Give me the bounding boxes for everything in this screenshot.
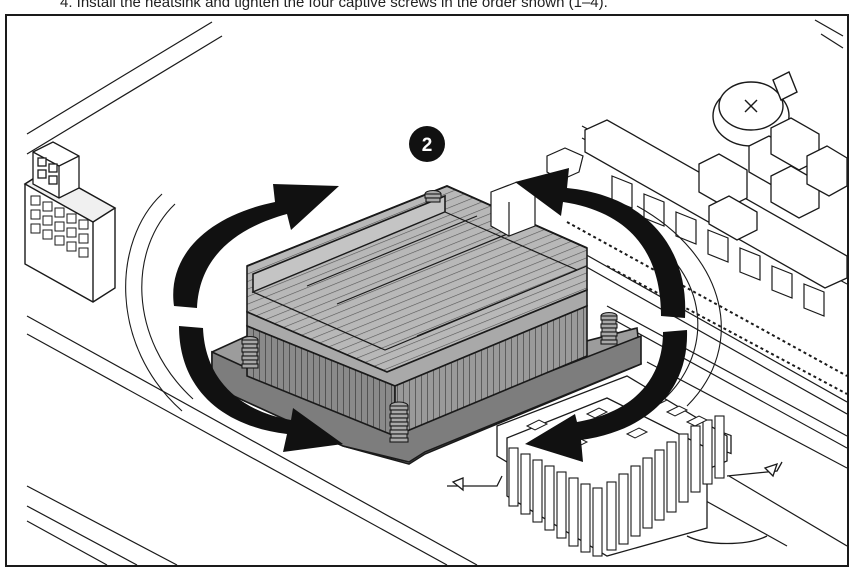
cpu-power-connector [32,141,80,199]
header-connectors [698,117,847,455]
figure-caption: 4. Install the heatsink and tighten the … [60,0,608,11]
motherboard-outline [26,19,847,565]
heatsink-installation-diagram: 2 [23,19,847,565]
memory-chips [611,175,825,317]
captive-screw [241,189,618,443]
step-number: 2 [422,135,433,156]
captive-screw-back [424,189,442,203]
rotation-arrow-icon [173,184,339,308]
step-marker: 2 [409,126,445,162]
captive-screw-right [600,311,618,345]
rotation-arrow-icon [179,326,343,452]
captive-screw-left [241,335,259,369]
dimm-socket-latch-line [566,221,847,395]
captive-screw-front [389,401,409,443]
heatsink-retention-clip [447,461,783,545]
illustration-frame: 2 [5,14,849,567]
rotation-arrow-icon [525,330,688,462]
rotation-arrow-icon [515,168,686,318]
